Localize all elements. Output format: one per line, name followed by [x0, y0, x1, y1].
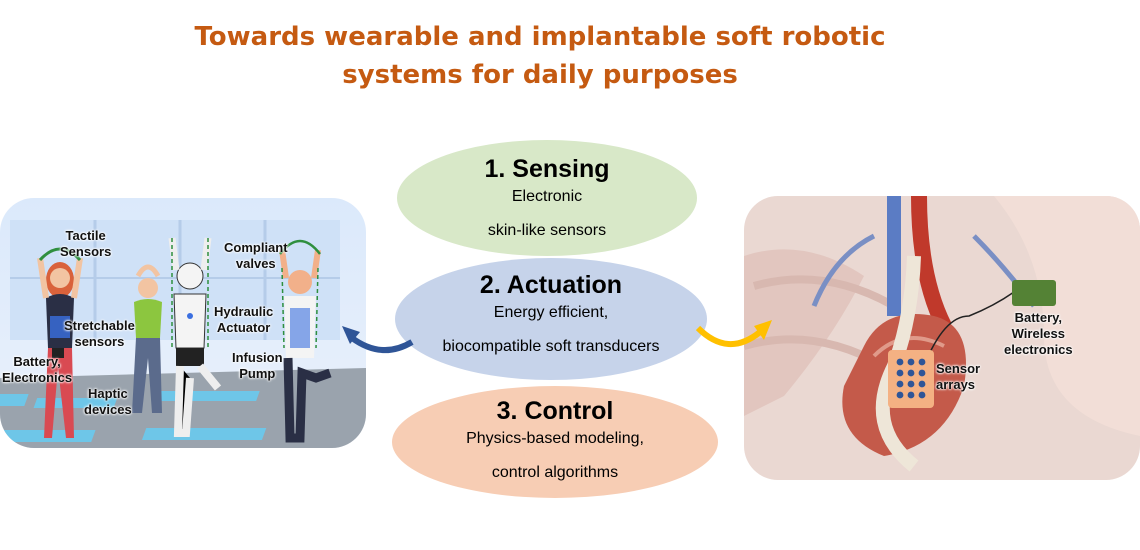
label-infusion-pump: Infusion Pump	[232, 350, 283, 381]
sensing-heading: 1. Sensing	[484, 155, 610, 183]
title-line-2: systems for daily purposes	[342, 60, 738, 90]
label-sensor-arrays: Sensor arrays	[936, 361, 981, 392]
label-compliant-valves: Compliant valves	[224, 240, 288, 271]
sensor-array-patch	[888, 350, 934, 408]
label-tactile-sensors: Tactile Sensors	[60, 228, 112, 259]
curved-arrow-left-icon	[342, 326, 414, 354]
control-line-2: control algorithms	[491, 464, 619, 481]
actuation-heading: 2. Actuation	[479, 271, 623, 299]
figure-woman-red	[37, 247, 83, 438]
label-stretchable-sensors: Stretchable sensors	[64, 318, 135, 349]
label-battery-wireless-electronics: Battery, Wireless electronics	[1004, 310, 1073, 357]
sensing-line-1: Electronic	[511, 188, 583, 205]
wearable-illustration	[0, 198, 366, 448]
actuation-ellipse: 2. Actuation Energy efficient, biocompat…	[395, 258, 707, 380]
control-line-1: Physics-based modeling,	[466, 430, 644, 447]
label-hydraulic-actuator: Hydraulic Actuator	[214, 304, 274, 335]
title-line-1: Towards wearable and implantable soft ro…	[194, 22, 886, 52]
yoga-room-scene	[0, 198, 366, 448]
battery-box	[1012, 280, 1056, 306]
diagram-title: Towards wearable and implantable soft ro…	[0, 18, 1080, 94]
curved-arrow-right-icon	[695, 320, 772, 348]
label-battery-electronics: Battery, Electronics	[2, 354, 73, 385]
implantable-illustration	[744, 196, 1140, 480]
heart-scene	[744, 196, 1140, 480]
label-haptic-devices: Haptic devices	[84, 386, 132, 417]
actuation-line-2: biocompatible soft transducers	[442, 338, 660, 355]
sensing-line-2: skin-like sensors	[487, 222, 607, 239]
sensing-ellipse: 1. Sensing Electronic skin-like sensors	[397, 140, 697, 256]
control-ellipse: 3. Control Physics-based modeling, contr…	[392, 386, 718, 498]
figure-woman-green	[132, 264, 162, 413]
actuation-line-1: Energy efficient,	[493, 304, 609, 321]
figure-man	[279, 239, 332, 443]
control-heading: 3. Control	[496, 397, 614, 425]
figure-robot	[168, 237, 222, 437]
